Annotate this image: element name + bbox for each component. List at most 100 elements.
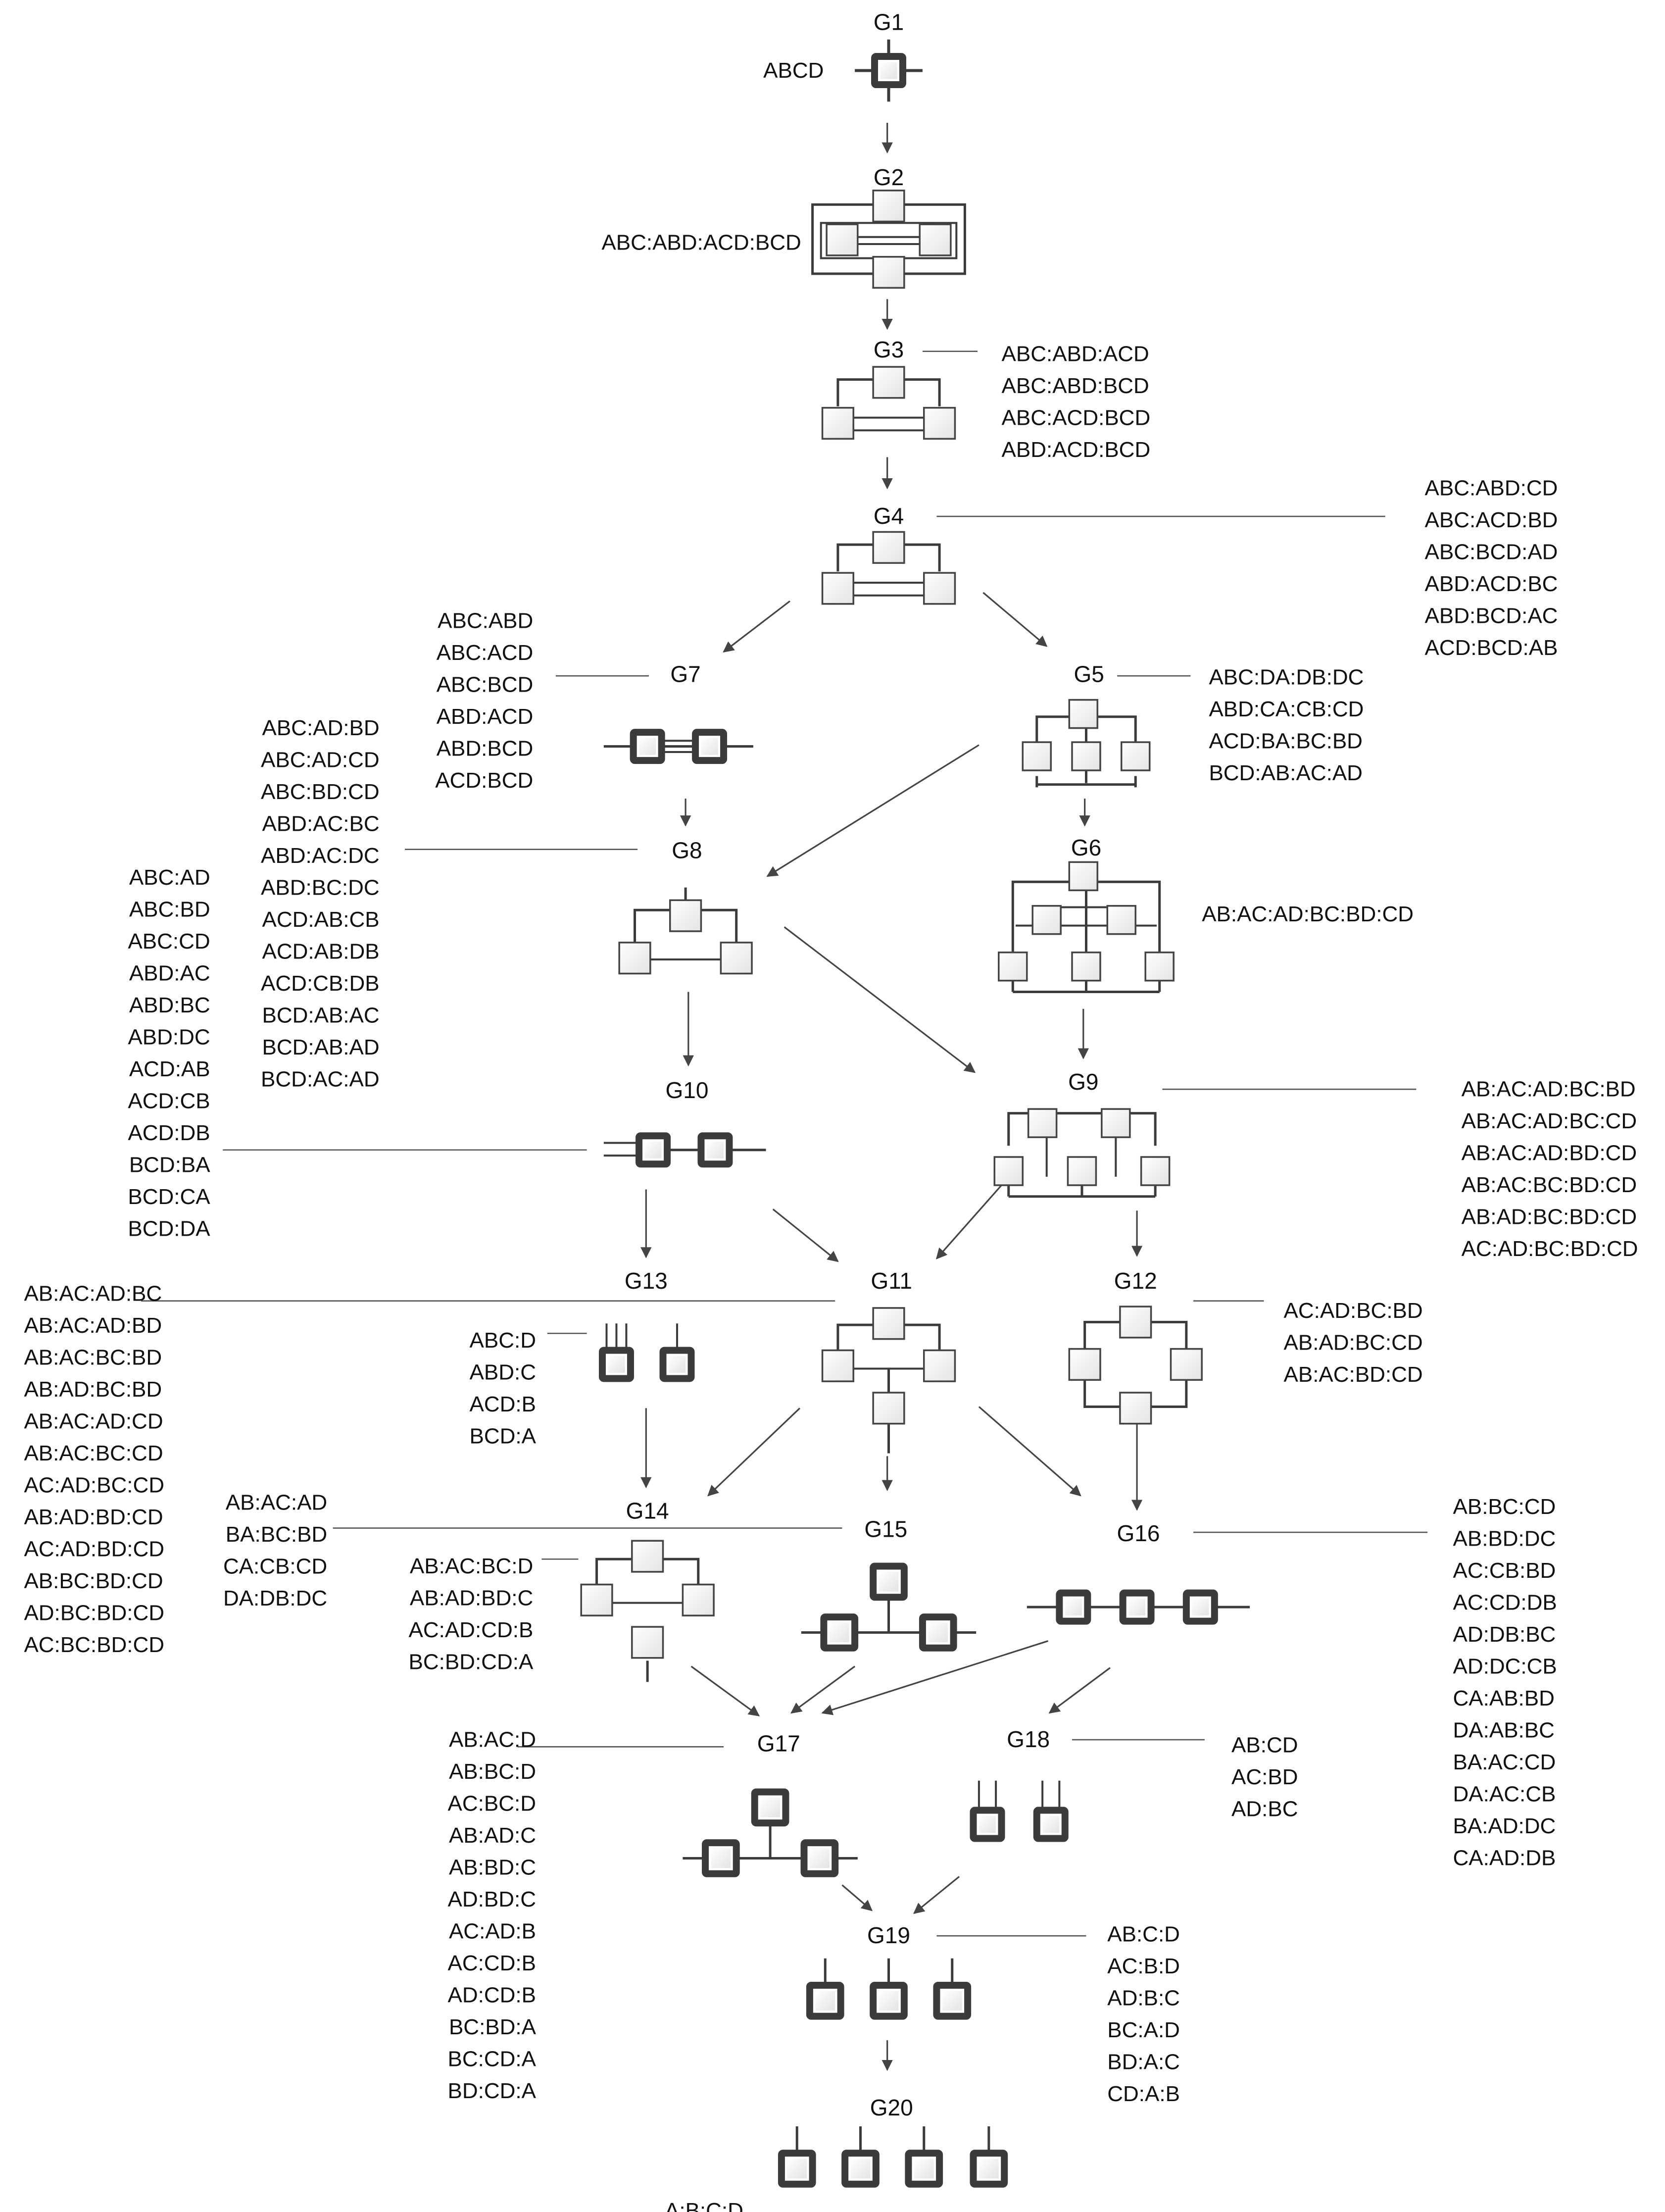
node-title-g4: G4 (874, 503, 904, 529)
vertex-box-inner (914, 2159, 934, 2179)
partition-label: AB:CD (1231, 1733, 1298, 1758)
partition-label: ABC:ABD:ACD (1002, 342, 1149, 366)
partition-label: AB:AC:AD:BC:CD (1462, 1109, 1637, 1133)
vertex-box (993, 1156, 1024, 1186)
label-group-g17: AB:AC:DAB:BC:DAC:BC:DAB:AD:CAB:BD:CAD:BD… (448, 1727, 537, 2103)
vertex-box (1027, 1108, 1058, 1138)
partition-label: ACD:AB:CB (262, 907, 379, 932)
partition-label: AC:AD:B (449, 1919, 536, 1943)
vertex-box-inner (979, 1815, 996, 1833)
label-group-g3: ABC:ABD:ACDABC:ABD:BCDABC:ACD:BCDABD:ACD… (1002, 342, 1151, 462)
partition-label: ABC:BD:CD (261, 780, 380, 804)
vertex-box-inner (850, 2159, 871, 2179)
vertex-box (872, 1392, 905, 1425)
partition-label: ABC:BCD (437, 672, 534, 697)
partition-label: AC:CD:B (448, 1951, 536, 1975)
vertex-box-inner (942, 1991, 962, 2011)
partition-label: AB:AD:BC:BD:CD (1462, 1205, 1637, 1229)
node-glyph-g6 (998, 861, 1175, 994)
node-glyph-g19 (806, 1958, 972, 2020)
vertex-box (1144, 952, 1175, 982)
vertex-box (821, 1349, 855, 1382)
partition-label: ABD:AC (129, 961, 210, 985)
partition-label: AB:BC:D (449, 1760, 536, 1784)
node-title-g19: G19 (867, 1922, 910, 1948)
node-title-g13: G13 (625, 1268, 668, 1294)
partition-label: AB:AD:BC:CD (1284, 1330, 1423, 1355)
partition-label: BC:CD:A (448, 2047, 537, 2071)
node-glyph-g20 (778, 2126, 1008, 2188)
node-title-g12: G12 (1114, 1268, 1157, 1294)
partition-label: BCD:AC:AD (261, 1067, 380, 1091)
vertex-box (1068, 699, 1099, 729)
vertex-box (1022, 741, 1052, 771)
partition-label: CD:A:B (1107, 2082, 1180, 2106)
label-group-g7: ABC:ABDABC:ACDABC:BCDABD:ACDABD:BCDACD:B… (435, 608, 533, 793)
partition-label: AB:AC:D (449, 1727, 536, 1752)
node-glyph-g14 (580, 1540, 715, 1682)
partition-label: AC:AD:BC:CD (24, 1473, 164, 1498)
partition-label: AC:AD:BC:BD (1284, 1299, 1423, 1323)
partition-label: ABC:ACD:BD (1425, 508, 1558, 532)
vertex-box (826, 223, 859, 256)
partition-label: BA:BC:BD (226, 1522, 327, 1547)
node-glyph-g2 (811, 190, 966, 289)
edge-g4-g7 (723, 600, 790, 653)
vertex-box (923, 572, 956, 605)
vertex-box-inner (928, 1622, 948, 1643)
vertex-box-inner (639, 738, 656, 755)
partition-label: CA:AB:BD (1453, 1686, 1555, 1710)
label-group-g10: ABC:ADABC:BDABC:CDABD:ACABD:BCABD:DCACD:… (128, 865, 210, 1241)
vertex-box (872, 531, 905, 564)
partition-label: AC:BD (1231, 1765, 1298, 1789)
node-glyph-g18 (970, 1780, 1069, 1842)
vertex-box (1170, 1348, 1203, 1381)
edges-layer (640, 122, 1143, 2071)
partition-label: ABC:ABD:BCD (1002, 374, 1149, 398)
partition-label: A:B:C:D (665, 2199, 743, 2212)
vertex-box (923, 406, 956, 440)
partition-label: ACD:AB (129, 1057, 210, 1081)
partition-label: BC:BD:A (449, 2015, 537, 2039)
vertex-box-inner (1065, 1599, 1082, 1616)
partition-label: AB:AD:BC:BD (24, 1377, 162, 1402)
vertex-box (872, 1307, 905, 1340)
node-title-g17: G17 (757, 1731, 800, 1757)
vertex-box (669, 899, 702, 932)
partition-label: AC:CD:DB (1453, 1591, 1557, 1615)
partition-label: BD:A:C (1107, 2050, 1180, 2074)
label-group-g1: ABCD (763, 58, 824, 83)
vertex-box-inner (1042, 1815, 1060, 1833)
node-title-g9: G9 (1068, 1069, 1098, 1095)
vertex-box (872, 255, 905, 289)
vertex-box (872, 366, 905, 399)
vertex-box (923, 1349, 956, 1382)
label-group-g2: ABC:ABD:ACD:BCD (601, 230, 801, 254)
partition-label: ABD:ACD:BCD (1002, 438, 1151, 462)
vertex-box (682, 1583, 715, 1617)
vertex-box-inner (979, 2159, 999, 2179)
partition-label: ABD:ACD:BC (1425, 572, 1558, 596)
partition-label: ABD:AC:DC (261, 844, 380, 868)
partition-label: AC:CB:BD (1453, 1558, 1556, 1583)
partition-label: AB:AC:AD (226, 1491, 327, 1515)
node-glyph-g17 (683, 1788, 858, 1877)
partition-label: BCD:CA (128, 1185, 210, 1209)
partition-label: AB:BC:CD (1453, 1495, 1556, 1519)
partition-label: AD:BD:C (448, 1887, 536, 1911)
vertex-box (618, 942, 651, 975)
vertex-box-inner (668, 1356, 686, 1373)
label-groups-layer: ABCD ABC:ABD:ACD:BCD ABC:ABD:ACD ABC:ABD:BC… (24, 58, 1638, 2212)
partition-label: ABC:ABD (438, 608, 533, 633)
node-title-g20: G20 (870, 2095, 913, 2120)
vertex-box-inner (760, 1797, 781, 1817)
vertex-box-inner (829, 1622, 849, 1643)
vertex-box (1067, 1156, 1097, 1186)
label-group-g5: ABC:DA:DB:DCABD:CA:CB:CDACD:BA:BC:BDBCD:… (1209, 665, 1364, 785)
vertex-box (1119, 1306, 1152, 1339)
node-title-g5: G5 (1074, 661, 1104, 687)
